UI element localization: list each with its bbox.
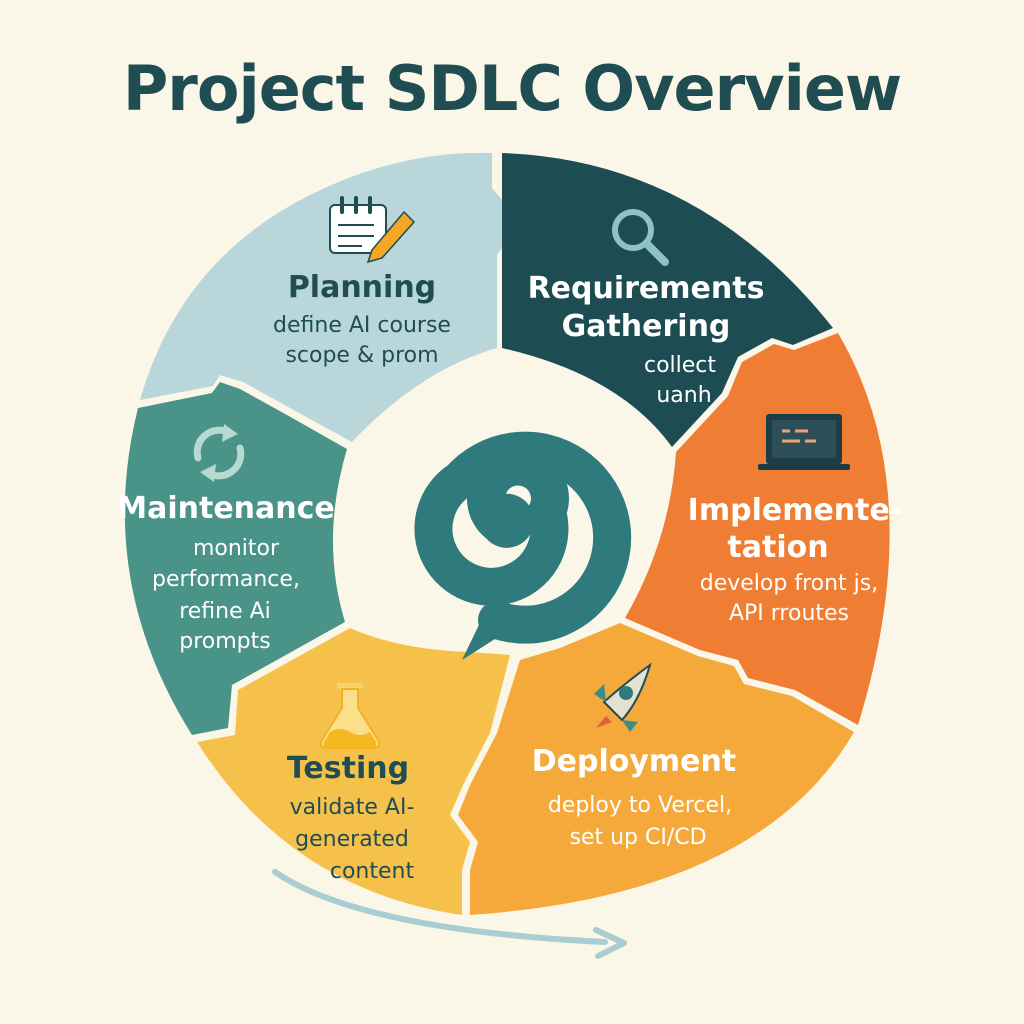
requirements-segment <box>502 153 833 447</box>
implementation-desc-line-2: API rroutes <box>729 601 849 626</box>
requirements-title-line-2: Gathering <box>562 309 731 344</box>
bottom-flow-arrowhead <box>593 927 627 959</box>
deployment-desc-line-2: set up CI/CD <box>569 825 706 850</box>
planning-desc-line-1: define AI course <box>273 313 451 338</box>
maintenance-desc-line-1: monitor <box>193 536 280 561</box>
testing-desc-line-2: generated <box>295 827 409 852</box>
maintenance-desc-line-3: refine Ai <box>179 599 271 624</box>
planning-desc-line-2: scope & prom <box>285 343 438 368</box>
deployment-title: Deployment <box>532 744 736 779</box>
testing-segment <box>197 628 510 915</box>
central-spiral <box>414 431 632 644</box>
testing-title: Testing <box>287 751 409 786</box>
notepad-pencil-icon <box>329 196 416 264</box>
maintenance-desc-line-4: prompts <box>179 629 270 654</box>
testing-desc-line-1: validate AI- <box>290 795 415 820</box>
testing-desc-line-3: content <box>330 859 415 884</box>
rocket-icon <box>594 662 652 732</box>
page-title: Project SDLC Overview <box>122 52 902 125</box>
implementation-desc-line-1: develop front js, <box>700 571 878 596</box>
flask-icon <box>319 683 381 749</box>
implementation-title-line-1: Implemente- <box>688 493 903 528</box>
deployment-desc-line-1: deploy to Vercel, <box>548 793 732 818</box>
magnifier-icon <box>612 209 669 266</box>
maintenance-title: Maintenance <box>117 491 335 526</box>
implementation-title-line-2: tation <box>727 530 828 565</box>
bottom-flow-arrow <box>272 869 608 945</box>
spiral-arrowhead <box>462 598 506 660</box>
maintenance-desc-line-2: performance, <box>152 567 300 592</box>
refresh-cycle-icon <box>193 424 245 482</box>
requirements-desc-line-1: collect <box>644 353 716 378</box>
deployment-segment <box>458 623 854 915</box>
requirements-title-line-1: Requirements <box>528 271 765 306</box>
maintenance-segment <box>124 382 348 735</box>
planning-segment <box>140 152 521 442</box>
planning-title: Planning <box>288 270 436 305</box>
requirements-desc-line-2: uanh <box>656 383 711 408</box>
laptop-icon <box>758 414 850 470</box>
